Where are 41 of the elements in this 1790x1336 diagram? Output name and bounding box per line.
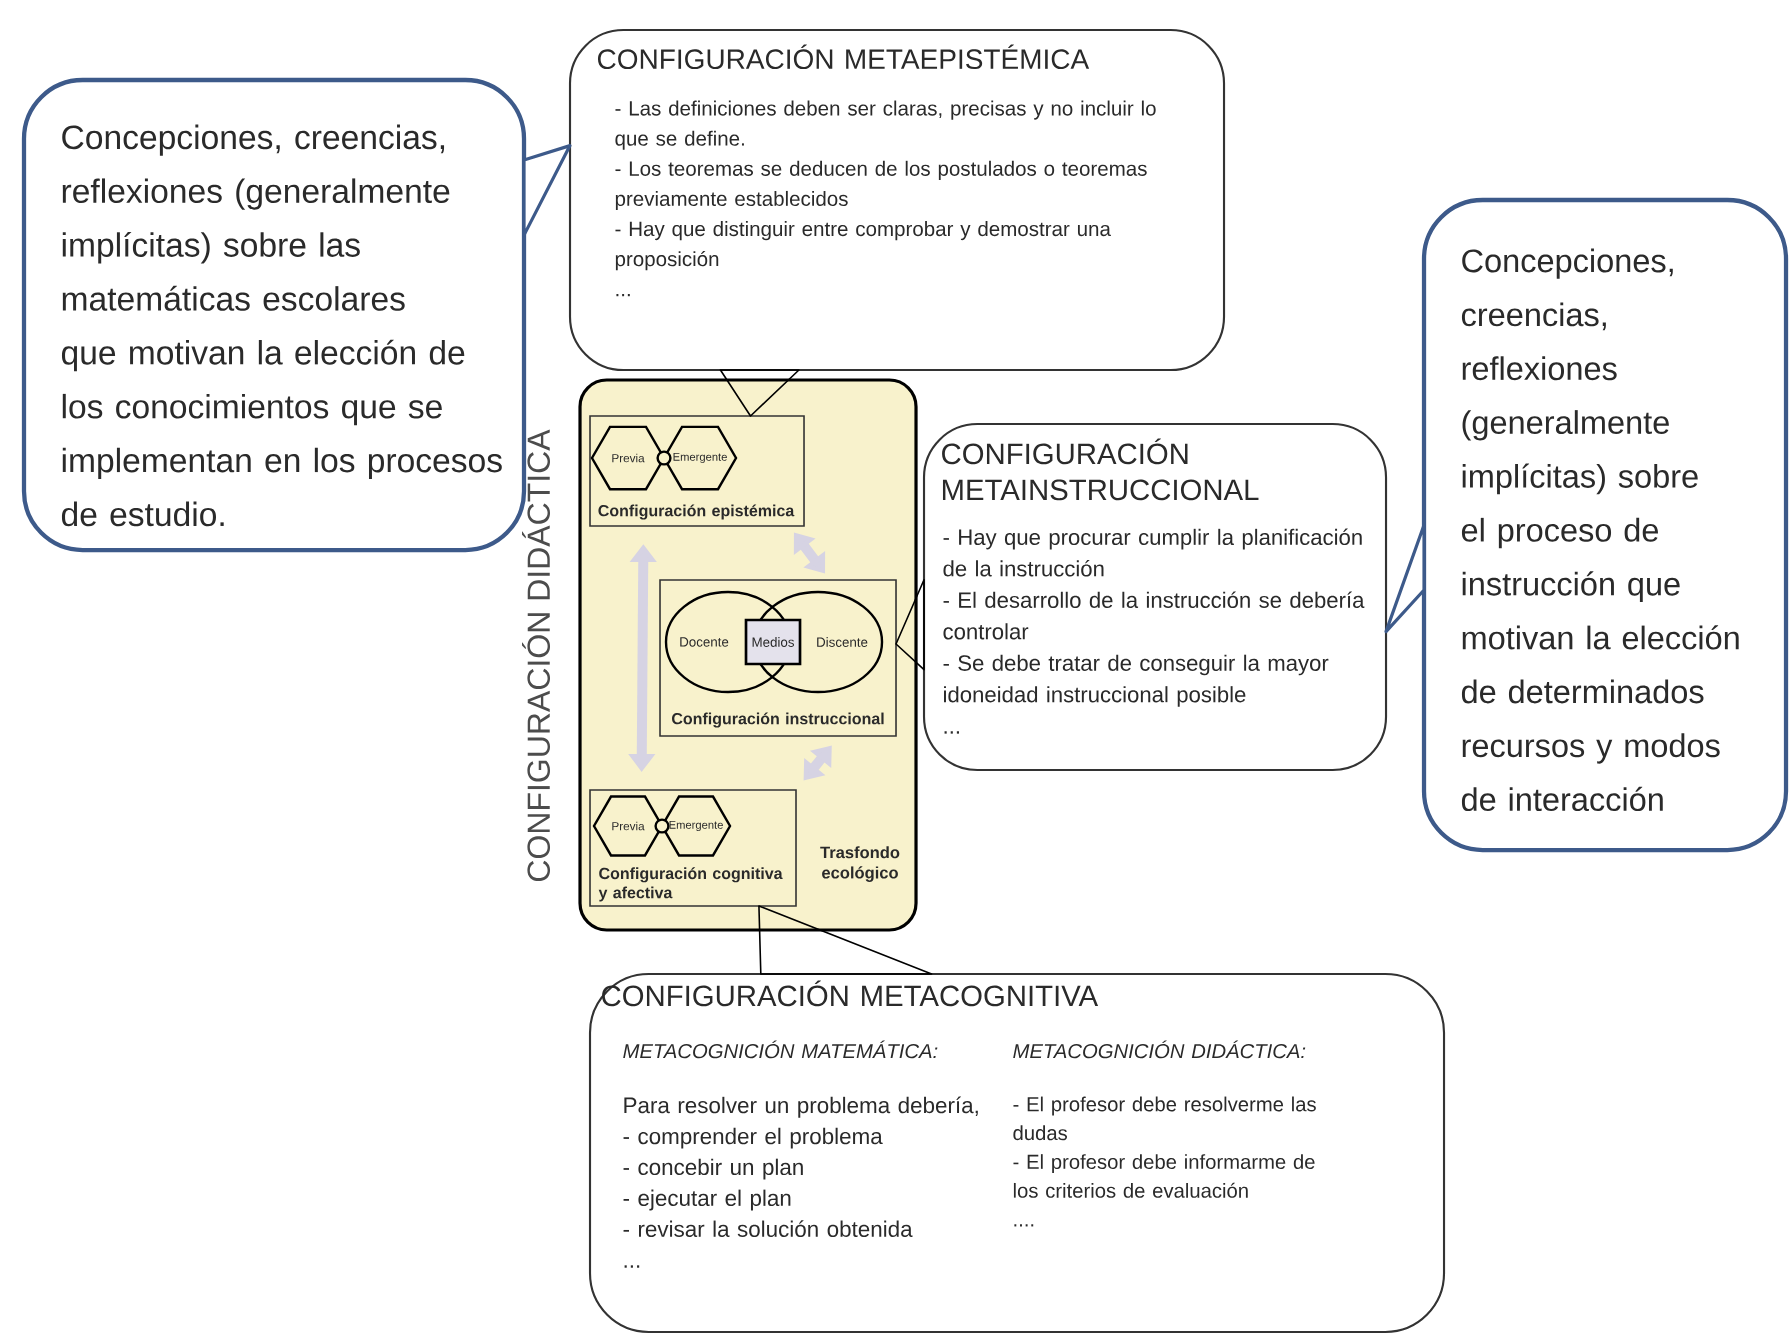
list-item: - Las definiciones deben ser claras, precisas y no incluir lo que se define. [615, 100, 1156, 150]
box-label: Configuración cognitiva y afectiva [598, 867, 783, 902]
heading: CONFIGURACIÓN METAEPISTÉMICA [597, 44, 1090, 70]
list-item: .... [1014, 1224, 1034, 1227]
list-item: - ejecutar el plan [623, 1189, 791, 1211]
list-item: - concebir un plan [623, 1158, 803, 1180]
list-item: - El profesor debe informarme de los criterios de evaluación [1013, 1154, 1315, 1198]
vertical-title: CONFIGURACIÓN DIDÁCTICA [522, 429, 550, 882]
heading: CONFIGURACIÓN METACOGNITIVA [602, 980, 1099, 1007]
speech-bubble [588, 972, 1446, 1334]
subheading: METACOGNICIÓN DIDÁCTICA: [1013, 1040, 1306, 1059]
box-label: Configuración instruccional [672, 712, 884, 728]
list-item: - revisar la solución obtenida [623, 1220, 913, 1237]
box-label: Configuración epistémica [598, 504, 795, 520]
list-item: Para resolver un problema debería, [624, 1096, 978, 1118]
list-item: ... [616, 294, 630, 297]
list-item: - Los teoremas se deducen de los postulados o teoremas previamente establecidos [615, 160, 1147, 211]
box-label: Trasfondo ecológico [820, 846, 900, 882]
list-item: ... [624, 1265, 640, 1268]
box [659, 579, 897, 737]
callout-pointer [522, 144, 572, 237]
list-item: ... [944, 731, 959, 734]
list-item: - Hay que procurar cumplir la planificación de la instrucción [943, 528, 1362, 577]
list-item: - comprender el problema [623, 1127, 883, 1149]
hexagon [590, 425, 666, 491]
list-item: - El desarrollo de la instrucción se debería controlar [943, 591, 1365, 640]
bubble-text: Concepciones, creencias, reflexiones (generalmente implícitas) sobre el proceso de instrucción que motivan la elección de determinados recursos y modos de interacción [1461, 248, 1739, 812]
box [589, 789, 797, 907]
speech-bubble [568, 28, 1226, 372]
hexagon [592, 795, 664, 857]
box [744, 618, 802, 666]
heading: CONFIGURACIÓN METAINSTRUCCIONAL [942, 438, 1259, 501]
speech-bubble [1421, 197, 1789, 853]
list-item: - Se debe tratar de conseguir la mayor idoneidad instruccional posible [943, 654, 1329, 707]
box [589, 415, 805, 527]
callout-pointer [1384, 523, 1426, 634]
subheading: METACOGNICIÓN MATEMÁTICA: [623, 1040, 938, 1059]
list-item: - Hay que distinguir entre comprobar y demostrar una proposición [615, 221, 1111, 271]
list-item: - El profesor debe resolverme las dudas [1013, 1096, 1316, 1141]
bubble-text: Concepciones, creencias, reflexiones (generalmente implícitas) sobre las matemáticas escolares que motivan la elección de los conocimientos que se implementan en los procesos de estudio. [61, 124, 502, 527]
speech-bubble [922, 422, 1388, 772]
